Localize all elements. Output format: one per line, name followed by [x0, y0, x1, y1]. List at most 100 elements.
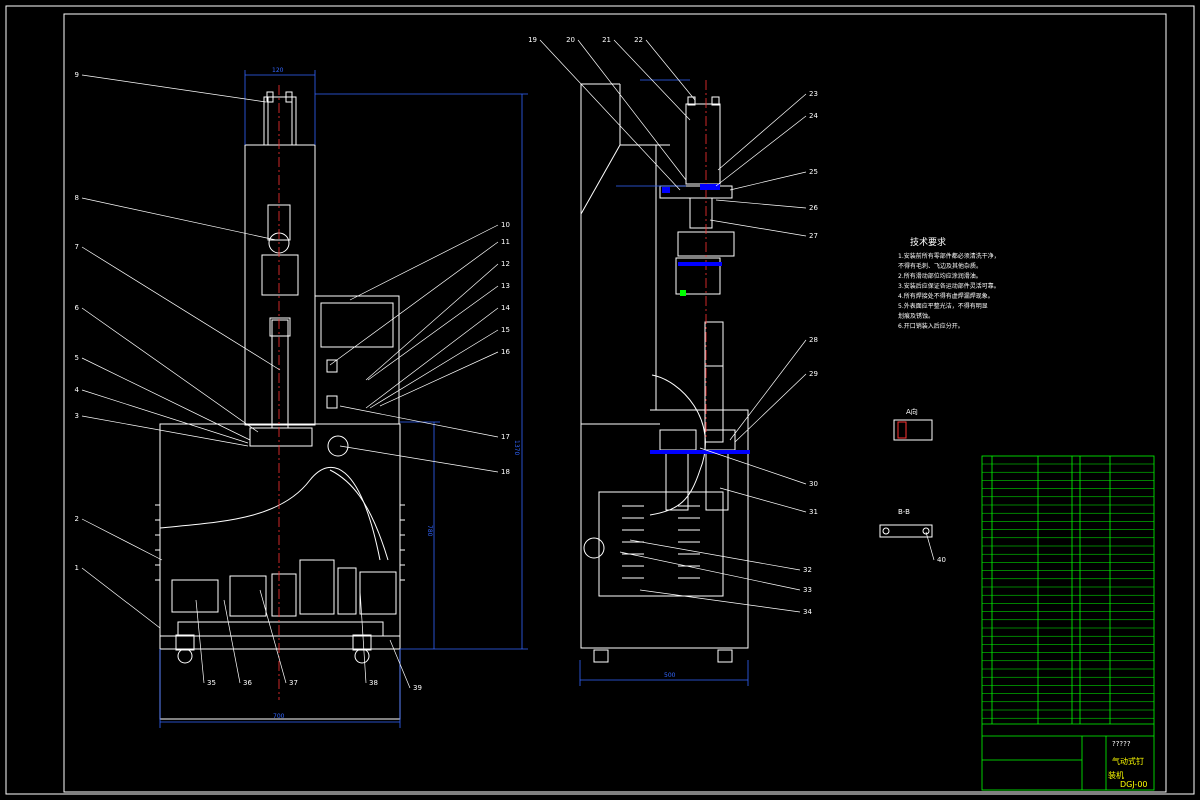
note-line: 1.安装前所有零部件都必须清洗干净，: [898, 252, 1000, 260]
callout-leader: [195, 599, 205, 684]
callout-leader: [81, 415, 249, 447]
note-line: 3.安装后应保证各运动部件灵活可靠。: [898, 282, 1000, 290]
callout-leader: [709, 219, 807, 237]
callout-leader: [223, 599, 241, 684]
callout-label: 29: [809, 370, 818, 378]
callout-leader: [81, 357, 251, 441]
callout-label: 23: [809, 90, 818, 98]
callout-label: 28: [809, 336, 818, 344]
callout-leader: [717, 93, 807, 171]
callout-label: 37: [289, 679, 298, 687]
callout-label: 22: [634, 36, 643, 44]
callout-leader: [81, 197, 277, 241]
callout-leader: [734, 373, 807, 443]
callout-leader: [259, 589, 287, 684]
title-block: [981, 455, 1155, 791]
note-line: 6.开口销装入后应分开。: [898, 322, 964, 330]
callout-leader: [715, 199, 807, 209]
callout-label: 3: [75, 412, 79, 420]
title-name: 气动式钉: [1112, 756, 1144, 766]
callout-label: 12: [501, 260, 510, 268]
callout-leader: [365, 307, 499, 409]
callout-leader: [389, 639, 411, 689]
view-a-label: A向: [906, 407, 918, 416]
callout-label: 26: [809, 204, 818, 212]
callout-label: 30: [809, 480, 818, 488]
callout-label: 40: [937, 556, 946, 564]
callout-leader: [329, 241, 499, 366]
callout-label: 25: [809, 168, 818, 176]
dim-front-width: 700: [273, 713, 285, 720]
outer-border: [5, 5, 1195, 795]
front-view: [155, 91, 405, 720]
callout-leader: [719, 487, 807, 513]
callout-label: 4: [75, 386, 80, 394]
callout-leader: [613, 39, 691, 121]
callout-label: 16: [501, 348, 510, 356]
side-view: [580, 83, 749, 663]
callout-leader: [699, 447, 807, 485]
front-dimensions: [159, 70, 528, 728]
callout-leader: [81, 518, 163, 561]
callout-label: 8: [75, 194, 79, 202]
callout-leader: [81, 307, 259, 433]
callout-leader: [539, 39, 681, 191]
note-line: 2.所有滑动部位均应涂润滑油。: [898, 272, 982, 280]
callout-label: 20: [566, 36, 575, 44]
callout-leader: [81, 246, 281, 371]
side-green-parts: [680, 290, 686, 296]
section-bb-label: B-B: [898, 508, 910, 516]
note-line: 不得有毛刺、飞边及其他杂质。: [898, 262, 982, 270]
callout-label: 36: [243, 679, 252, 687]
note-line: 5.外表面应平整光洁，不得有明显: [898, 302, 988, 310]
callout-leader: [369, 329, 499, 409]
callout-leader: [577, 39, 687, 181]
view-a: [893, 419, 933, 441]
callout-leader: [715, 115, 807, 187]
callout-leader: [729, 171, 807, 191]
callout-label: 27: [809, 232, 818, 240]
callout-label: 21: [602, 36, 611, 44]
section-bb-view: [879, 524, 933, 538]
callout-label: 18: [501, 468, 510, 476]
callout-label: 15: [501, 326, 510, 334]
callout-label: 14: [501, 304, 510, 312]
title-marks: ?????: [1112, 740, 1131, 748]
title-block-rows: [982, 463, 1154, 719]
callout-label: 38: [369, 679, 378, 687]
callout-leader: [639, 589, 801, 613]
callout-label: 31: [809, 508, 818, 516]
callout-leader: [349, 224, 499, 301]
callout-leader: [619, 551, 801, 591]
callout-leader: [367, 285, 499, 381]
callout-label: 10: [501, 221, 510, 229]
dim-front-top: 120: [272, 67, 284, 74]
callout-label: 6: [75, 304, 80, 312]
callout-leader: [729, 339, 807, 441]
callout-label: 2: [75, 515, 79, 523]
note-line: 4.所有焊接处不得有虚焊漏焊现象。: [898, 292, 994, 300]
callout-label: 17: [501, 433, 510, 441]
callout-leader: [339, 405, 499, 438]
callout-label: 5: [75, 354, 79, 362]
callout-label: 24: [809, 112, 818, 120]
callout-leader: [81, 389, 249, 444]
callout-label: 32: [803, 566, 812, 574]
inner-border: [63, 13, 1167, 793]
callout-label: 35: [207, 679, 216, 687]
callout-label: 1: [75, 564, 79, 572]
callout-label: 34: [803, 608, 812, 616]
callout-leader: [81, 567, 161, 629]
callout-leader: [81, 74, 267, 103]
callout-label: 33: [803, 586, 812, 594]
callout-label: 13: [501, 282, 510, 290]
callout-leader: [365, 263, 499, 381]
callout-leader: [645, 39, 696, 101]
callout-leader: [629, 539, 801, 571]
dim-front-body: 780: [426, 525, 433, 537]
callout-leader: [925, 531, 935, 561]
notes-title: 技术要求: [910, 236, 946, 248]
